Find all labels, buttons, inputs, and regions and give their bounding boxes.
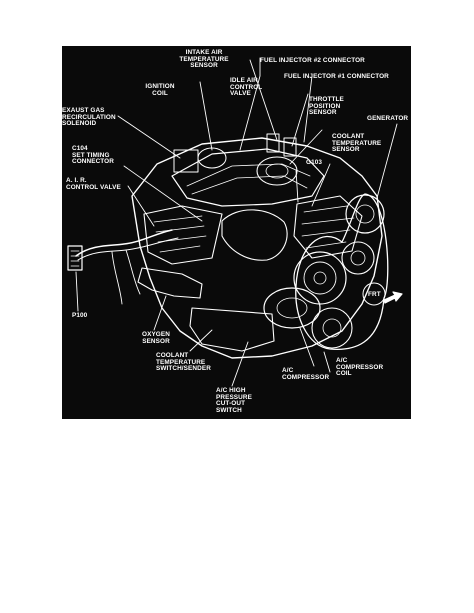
fuel-injector-2-shape xyxy=(266,133,280,153)
p100-connector-shape xyxy=(67,245,83,271)
engine-diagram-panel: INTAKE AIR TEMPERATURE SENSOR FUEL INJEC… xyxy=(62,46,411,419)
label-oxygen-sensor: OXYGEN SENSOR xyxy=(142,331,170,345)
front-arrow-icon xyxy=(383,291,403,304)
ac-compressor-shape xyxy=(263,287,321,329)
air-duct xyxy=(221,209,288,261)
serpentine-belt xyxy=(295,193,389,351)
pulley-crank xyxy=(311,307,353,349)
valve-cover-right xyxy=(293,195,363,259)
distributor-shape xyxy=(197,147,227,169)
generator-shape xyxy=(345,194,385,234)
label-throttle-position-sensor: THROTTLE POSITION SENSOR xyxy=(309,96,344,117)
label-egr-solenoid: EXAUST GAS RECIRCULATION SOLENOID xyxy=(62,107,116,128)
fuel-injector-1-shape xyxy=(283,137,297,157)
label-frt: FRT xyxy=(368,291,381,298)
label-intake-air-temp-sensor: INTAKE AIR TEMPERATURE SENSOR xyxy=(179,49,229,70)
label-ac-high-pressure-cutout-switch: A/C HIGH PRESSURE CUT-OUT SWITCH xyxy=(216,387,252,414)
label-ignition-coil: IGNITION COIL xyxy=(145,83,175,97)
label-air-control-valve: A. I. R. CONTROL VALVE xyxy=(66,177,121,191)
label-c104-set-timing-connector: C104 SET TIMING CONNECTOR xyxy=(72,145,114,166)
pulley-water-pump xyxy=(341,241,375,275)
label-coolant-temperature-sensor: COOLANT TEMPERATURE SENSOR xyxy=(332,133,382,154)
label-fuel-injector-1-connector: FUEL INJECTOR #1 CONNECTOR xyxy=(284,73,389,80)
label-generator: GENERATOR xyxy=(367,115,409,122)
label-ac-compressor: A/C COMPRESSOR xyxy=(282,367,330,381)
label-p100: P100 xyxy=(72,312,88,319)
engine-illustration xyxy=(67,57,403,387)
ignition-coil-shape xyxy=(173,149,199,173)
label-fuel-injector-2-connector: FUEL INJECTOR #2 CONNECTOR xyxy=(260,57,365,64)
label-g103: G103 xyxy=(306,159,323,166)
exhaust-manifold xyxy=(137,267,203,299)
label-coolant-temp-switch-sender: COOLANT TEMPERATURE SWITCH/SENDER xyxy=(156,352,211,373)
wiring-harness xyxy=(75,229,173,257)
label-ac-compressor-coil: A/C COMPRESSOR COIL xyxy=(336,357,384,378)
oil-pan xyxy=(189,307,275,352)
pulley-large xyxy=(293,251,347,305)
engine-block xyxy=(131,137,383,359)
intake-manifold xyxy=(171,148,325,207)
label-idle-air-control-valve: IDLE AIR CONTROL VALVE xyxy=(230,77,263,98)
throttle-body xyxy=(256,156,298,186)
valve-cover-left xyxy=(143,205,223,265)
